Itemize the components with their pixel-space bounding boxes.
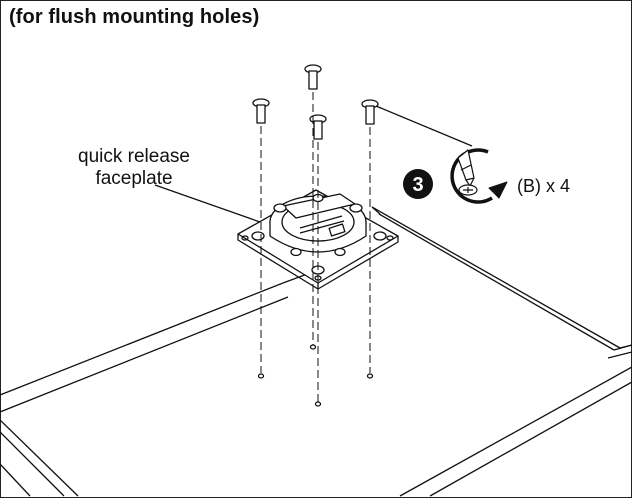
rotate-clockwise-icon: [450, 148, 493, 204]
faceplate-label-line1: quick release: [78, 146, 190, 167]
screwdriver-icon: [457, 149, 478, 196]
faceplate-label: quick release faceplate: [64, 146, 204, 190]
screw-icon: [252, 98, 270, 124]
diagram-title: (for flush mounting holes): [9, 6, 260, 28]
screw-icon: [361, 99, 379, 125]
faceplate-leader-line: [154, 184, 261, 223]
step-number: 3: [412, 174, 423, 196]
faceplate-label-line2: faceplate: [95, 168, 173, 189]
arrow-head-icon: [488, 181, 508, 199]
screw-leader-line: [375, 105, 473, 147]
screw-quantity: (B) x 4: [517, 176, 571, 196]
screw-icon: [304, 64, 322, 90]
step-badge: 3: [403, 169, 433, 199]
screw-icon: [309, 114, 327, 140]
alignment-lines: [260, 92, 371, 402]
tv-panel: [0, 206, 632, 497]
